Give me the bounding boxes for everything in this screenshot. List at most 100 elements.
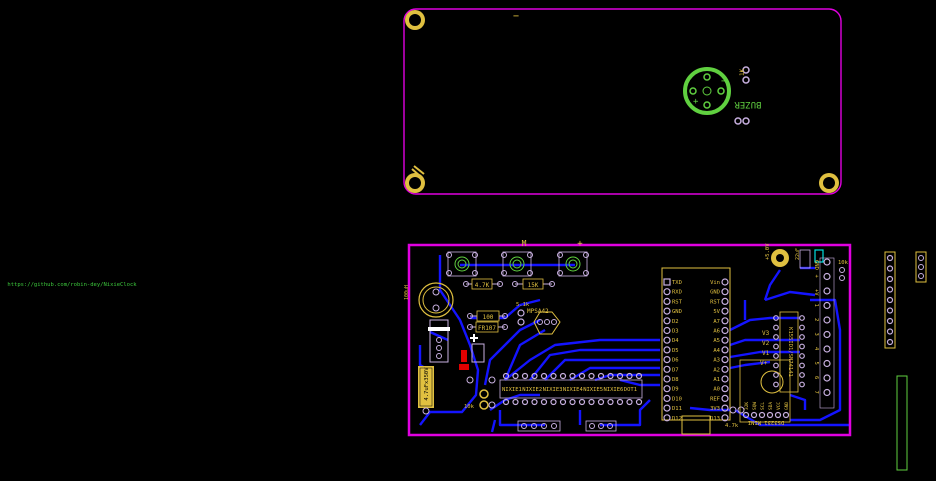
nano-left-pin-label: D4 (672, 338, 679, 344)
rtc-pad (774, 411, 782, 419)
nano-right-pin-label: A2 (713, 367, 720, 373)
nixie-pad (550, 398, 557, 406)
rtc-pin-label: GND (784, 402, 790, 410)
resistor-1k-top (734, 66, 750, 125)
nano-pin (721, 326, 729, 335)
nixie-pad (531, 398, 538, 406)
button-label-plus: + (577, 239, 583, 249)
diode-small (814, 249, 824, 263)
nano-left-pin-label: D8 (672, 377, 679, 383)
ic-pad (773, 362, 779, 369)
transistor-mpsa42 (533, 311, 561, 335)
v2-label: V2 (762, 340, 770, 347)
via-pad (737, 406, 745, 414)
resistor-100-label: 100 (483, 314, 494, 321)
nano-right-pin-label: A5 (713, 338, 720, 344)
transistor-label: MPSA42 (527, 308, 549, 315)
nano-right-pin-label: REF (710, 396, 720, 402)
nano-right-pin-label: 3V3 (710, 406, 720, 412)
nano-pin (721, 278, 729, 286)
diode-fr107: FR107 (467, 321, 508, 333)
ic-pad (773, 324, 779, 331)
resistor-10k-right-label: 10k (838, 260, 849, 266)
nano-pin (663, 297, 671, 305)
nixie-pad (531, 372, 538, 380)
rtc-pad (782, 411, 790, 419)
external-component-outline (896, 375, 908, 471)
nano-pin (721, 336, 729, 344)
nixie-pad (626, 372, 633, 380)
top-board-outline (403, 8, 842, 195)
inductor-label: 100uH (404, 285, 410, 300)
nixie-pad (616, 372, 624, 380)
bottom-board: M + 4.7K 15K 100 FR107 5.1k (404, 239, 852, 437)
nixie-pad (616, 398, 624, 406)
v-plus-label: V+ (760, 360, 768, 367)
nano-pin (663, 346, 671, 354)
right-header-label: 2 (813, 318, 819, 321)
nano-pin (663, 307, 671, 315)
right-header-pad (823, 388, 831, 397)
nano-right-pin-label: A1 (713, 377, 720, 383)
ic-pad (799, 315, 805, 321)
nano-left-pin-label: TXD (672, 280, 682, 286)
ic-pad (799, 324, 805, 331)
inductor-100uh (418, 282, 454, 318)
nano-pin (663, 414, 671, 422)
nano-left-pin-label: RXD (672, 290, 682, 296)
nano-pin (721, 297, 729, 305)
right-header-pad (823, 330, 831, 339)
nano-left-pin-label: D10 (672, 396, 682, 402)
rtc-pad (750, 411, 758, 419)
nixie-pad (569, 372, 576, 380)
buzzer-plus-label: + (693, 97, 699, 107)
via-pad (479, 400, 489, 410)
nixie-pad (521, 372, 529, 380)
nixie-pad (607, 398, 614, 406)
buzzer: − + (683, 67, 731, 115)
buzzer-label: BUZER (734, 99, 762, 109)
nixie-pad (540, 398, 548, 406)
nano-right-pin-label: A3 (713, 358, 720, 364)
nixie-pad (559, 372, 567, 380)
right-header-pad (823, 374, 831, 382)
nixie-label: NIXIE5 (583, 387, 603, 393)
resistor-4-7k: 4.7K (463, 278, 503, 290)
bottom-board-outline (407, 243, 852, 437)
nixie-pad (512, 372, 519, 380)
nano-left-pin-label: D12 (672, 416, 682, 422)
ext-header-pad (886, 296, 894, 304)
nano-pin (721, 404, 729, 412)
ext-header-pad (886, 286, 894, 293)
external-header-8pin (884, 251, 896, 349)
nano-pin (721, 385, 729, 393)
nano-left-pin-label: RST (672, 299, 683, 305)
ic-pad (773, 381, 779, 388)
ic-pad (799, 362, 805, 369)
cap-small (799, 249, 811, 269)
button-label-m: M (522, 239, 527, 248)
right-header-label: + (813, 275, 819, 279)
nixie-pad (626, 398, 633, 406)
via-pad (839, 275, 845, 281)
nixie-label: NIXIE3 (543, 387, 563, 393)
tactile-button-m (501, 251, 533, 277)
rtc-label: DS3231 MINI (748, 419, 784, 425)
right-header-pad (823, 345, 831, 353)
ext-header-pad (886, 307, 894, 314)
nano-right-pin-label: A7 (713, 319, 720, 325)
right-header-label: 6 (813, 376, 819, 379)
right-header-label: 4 (813, 347, 819, 351)
nixie-pad (597, 398, 605, 406)
nixie-pad (559, 398, 567, 406)
nano-pin (663, 394, 671, 402)
resistor-5-1k-label: 5.1k (516, 302, 530, 308)
right-header-label: GND (813, 260, 819, 270)
resistor-4-7k-nano-label: 4.7k (725, 423, 739, 429)
header-4pin (517, 420, 561, 432)
nixie-pad (540, 372, 548, 380)
nano-left-pin-label: D11 (672, 406, 682, 412)
nixie-label: NIXIE6 (604, 387, 624, 393)
resistor-10k-label: 10k (464, 404, 475, 410)
v3-label: V3 (762, 330, 770, 337)
